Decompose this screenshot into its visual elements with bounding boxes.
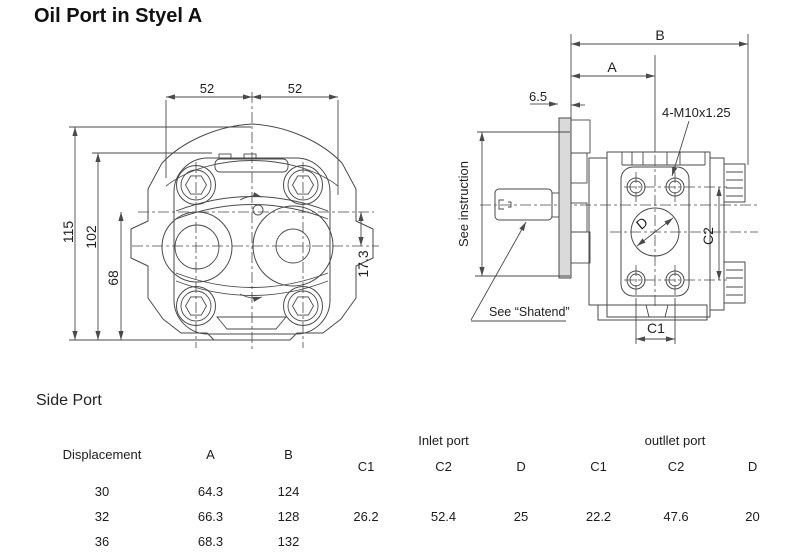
dim-68: 68 — [105, 270, 121, 286]
shaft-leader — [470, 221, 527, 321]
thread-leader — [671, 120, 690, 177]
engineering-drawing: 52 52 115 102 68 17.3 — [60, 27, 758, 352]
front-view-dimensions: 52 52 115 102 68 17.3 — [60, 81, 371, 341]
bolt-top-right — [283, 165, 323, 205]
flange-step-4 — [570, 231, 591, 264]
col-header-outlet-c1: C1 — [590, 458, 607, 474]
note-shaft: See “Shatend” — [489, 305, 570, 319]
dim-52-left: 52 — [200, 81, 214, 96]
dim-6-5: 6.5 — [529, 89, 547, 104]
thread-callout: 4-M10x1.25 — [662, 105, 731, 120]
table-row: 32 66.3 128 — [33, 503, 790, 529]
fitting-top — [723, 163, 746, 203]
cell-inlet-c2: 52.4 — [430, 509, 457, 524]
group-header-outlet: outllet port — [644, 432, 706, 448]
front-view-drawing: 52 52 115 102 68 17.3 — [60, 81, 379, 352]
dim-a: A — [607, 59, 617, 75]
bolt-bottom-right — [283, 286, 323, 326]
port-bolt-holes — [626, 177, 685, 290]
dim-102: 102 — [83, 225, 99, 249]
cell-outlet-c1: 22.2 — [585, 509, 612, 524]
col-header-displacement: Displacement — [62, 446, 142, 462]
casting-arc-4 — [175, 272, 329, 288]
cell-a-30: 64.3 — [197, 484, 224, 499]
spec-table: Displacement A B Inlet port outllet port… — [33, 428, 790, 553]
rear-plate — [709, 157, 725, 311]
cell-displacement-32: 32 — [94, 508, 110, 524]
dim-c2: C2 — [700, 227, 716, 245]
port-circle — [630, 207, 680, 257]
cell-displacement-36: 36 — [94, 533, 110, 549]
right-bore-inner — [275, 228, 311, 264]
cell-a-36: 68.3 — [197, 533, 224, 549]
table-row: 30 64.3 124 26.2 52.4 25 22.2 47.6 20 — [33, 480, 790, 524]
flange-step-3 — [570, 202, 588, 233]
col-header-inlet-c1: C1 — [357, 458, 375, 474]
pump-body-side — [606, 151, 711, 318]
col-header-inlet-d: D — [516, 458, 526, 474]
cell-outlet-c2: 47.6 — [663, 509, 689, 524]
pump-body — [173, 157, 331, 335]
cell-b-32: 128 — [277, 508, 300, 524]
left-bore-inner — [174, 224, 220, 270]
left-bore-outer — [161, 211, 233, 283]
side-view-drawing: D — [456, 27, 758, 344]
port-face-plate — [620, 166, 690, 297]
dim-115: 115 — [60, 221, 76, 244]
right-bore-outer — [252, 205, 334, 287]
col-header-a: A — [206, 446, 215, 462]
col-header-inlet-c2: C2 — [435, 458, 452, 474]
cell-b-36: 132 — [277, 533, 300, 549]
dim-52-right: 52 — [288, 81, 302, 96]
col-header-outlet-d: D — [747, 458, 758, 474]
top-tab-2 — [243, 153, 257, 160]
note-instruction: See instruction — [456, 161, 471, 247]
mounting-foot — [590, 304, 708, 321]
dim-d: D — [633, 214, 651, 233]
port-diameter-arrow — [636, 217, 674, 247]
bolt-top-left — [176, 165, 216, 205]
cell-b-30: 124 — [277, 484, 300, 499]
top-tab-1 — [218, 153, 232, 160]
cell-inlet-d: 25 — [513, 509, 529, 524]
dim-17-3: 17.3 — [355, 250, 371, 277]
section-title: Side Port — [36, 392, 102, 409]
bottom-slot — [216, 316, 287, 330]
bolt-cross-centerlines — [635, 172, 676, 295]
page-title: Oil Port in Styel A — [34, 5, 203, 27]
col-header-b: B — [284, 446, 293, 462]
front-cover-plate — [588, 157, 608, 306]
cell-displacement-30: 30 — [94, 484, 110, 499]
col-header-outlet-c2: C2 — [667, 458, 685, 474]
drive-shaft — [494, 188, 560, 221]
cell-outlet-d: 20 — [745, 509, 760, 524]
dim-c1: C1 — [647, 320, 665, 336]
body-top-strip — [621, 152, 706, 166]
cell-a-32: 66.3 — [197, 508, 224, 524]
pump-flange-outline — [130, 123, 374, 341]
cell-inlet-c1: 26.2 — [353, 509, 379, 524]
fitting-bottom — [723, 261, 746, 304]
dim-b: B — [655, 27, 664, 43]
table-row: 36 68.3 132 — [33, 529, 790, 553]
flow-arrow-bottom — [239, 293, 263, 302]
mount-flange — [558, 117, 572, 279]
group-header-inlet: Inlet port — [418, 432, 469, 448]
bolt-bottom-left — [176, 286, 216, 326]
flow-arrow-top — [239, 192, 263, 201]
casting-arc-1 — [175, 196, 329, 212]
side-view-dimensions: B A 6.5 4-M10x1.25 C2 C1 See instruction — [456, 27, 749, 344]
flange-inner-line — [165, 160, 339, 187]
flange-step-1 — [570, 119, 591, 154]
casting-arc-2 — [175, 204, 329, 220]
pilot-hole — [252, 204, 264, 216]
flange-step-2 — [570, 152, 588, 184]
